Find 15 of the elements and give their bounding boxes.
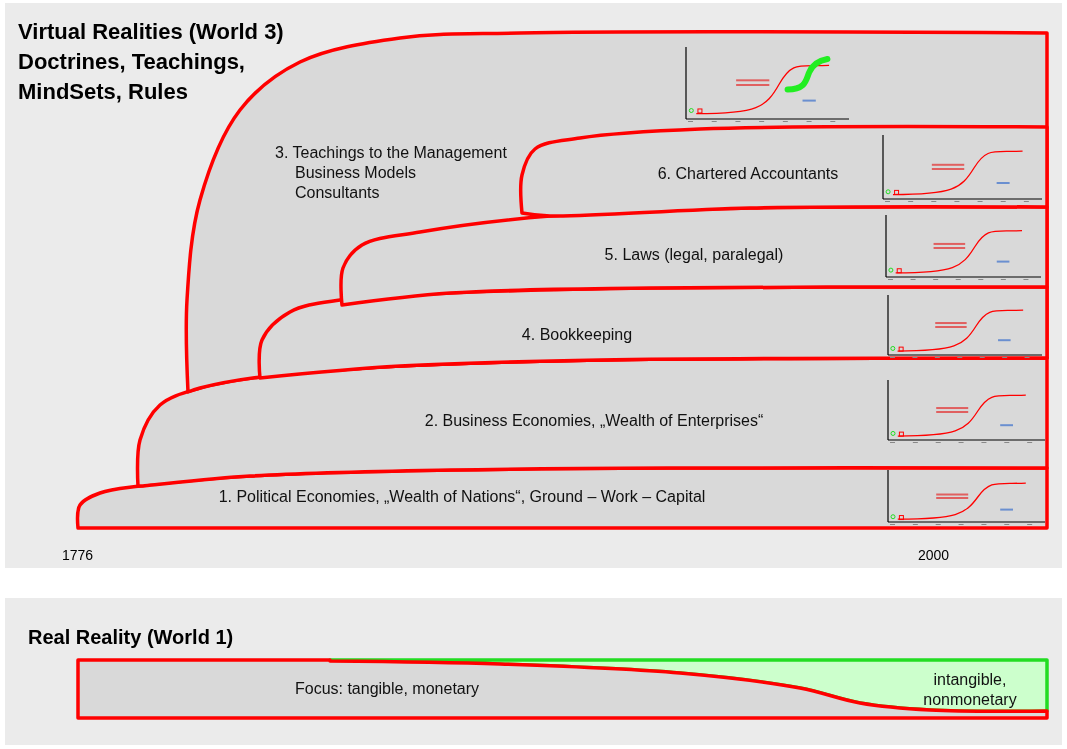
year-label: 2000 [918,546,950,565]
band-label: Focus: tangible, monetary [294,679,480,699]
heading: Virtual Realities (World 3) [18,18,284,46]
heading: Doctrines, Teachings, MindSets, Rules [18,48,246,106]
band-label: 1. Political Economies, „Wealth of Nations“, Ground – Work – Capital [218,487,706,507]
band-label: 5. Laws (legal, paralegal) [604,245,784,265]
band-label: 4. Bookkeeping [521,325,633,345]
band-label: 2. Business Economies, „Wealth of Enterprises“ [424,411,764,431]
band-label: Business Models [295,163,416,183]
band-label: 6. Chartered Accountants [657,164,839,184]
band-label: Consultants [295,183,380,203]
band-label: 3. Teachings to the Management [275,143,507,163]
band-label: intangible, nonmonetary [922,670,1018,710]
heading: Real Reality (World 1) [28,625,234,650]
year-label: 1776 [62,546,94,565]
